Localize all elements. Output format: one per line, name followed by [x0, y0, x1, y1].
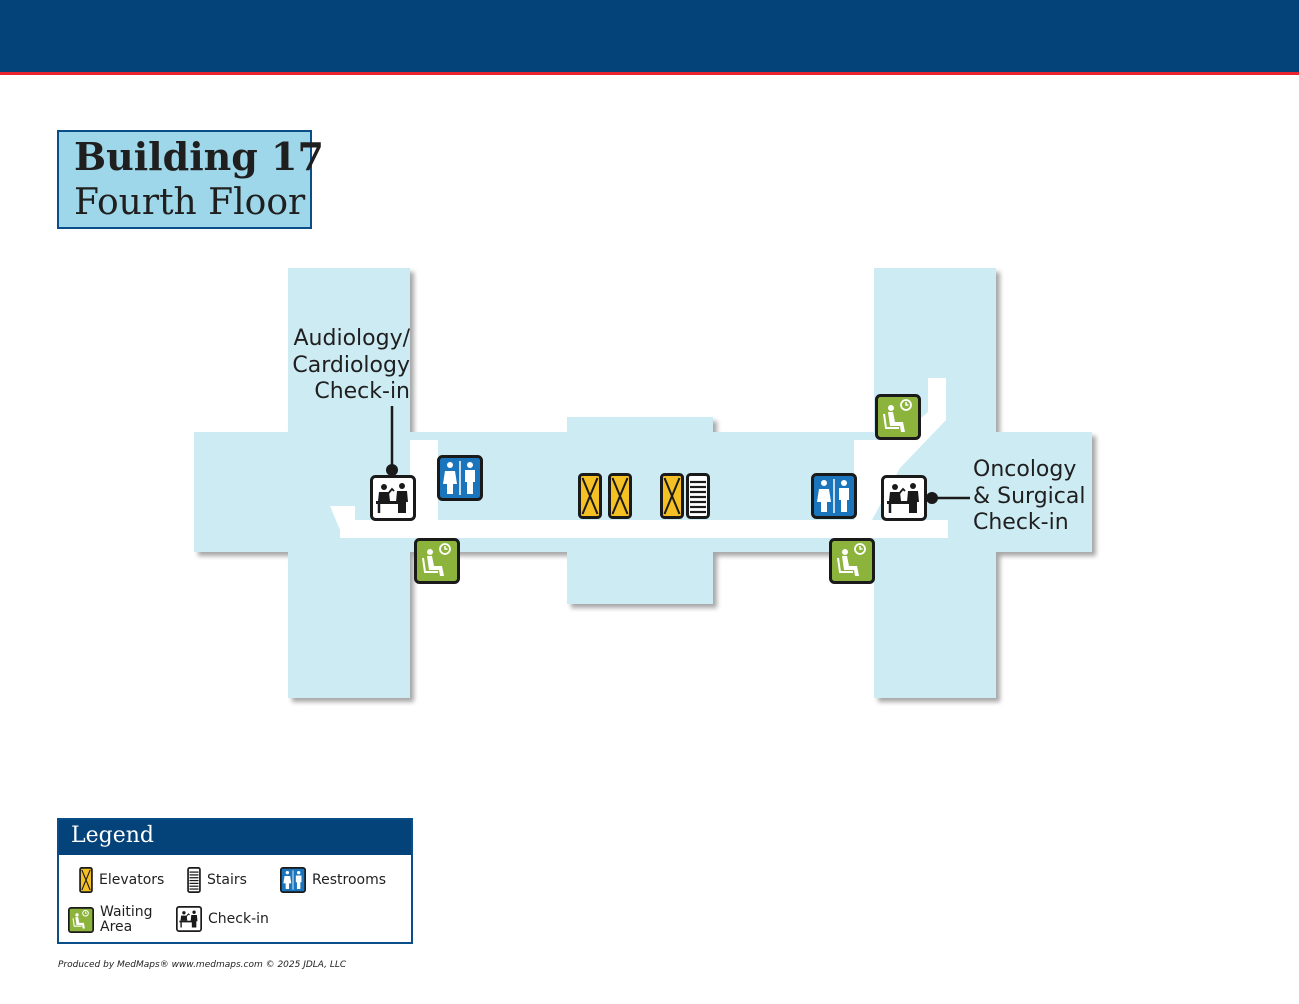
check-in-icon[interactable] — [881, 475, 927, 521]
check-in-icon — [176, 906, 202, 932]
waiting-area-icon — [68, 907, 94, 933]
legend-item-restrooms: Restrooms — [280, 867, 386, 893]
legend-label-stairs: Stairs — [207, 871, 247, 888]
elevator-icon — [79, 867, 93, 893]
audiology-leader-dot — [386, 464, 398, 476]
oncology-checkin-label: Oncology & Surgical Check-in — [973, 457, 1085, 537]
credits: Produced by MedMaps® www.medmaps.com © 2… — [58, 960, 347, 970]
legend-label-elevators: Elevators — [99, 871, 165, 888]
audiology-label-line2: Cardiology — [292, 352, 410, 378]
restrooms-icon[interactable] — [811, 473, 857, 519]
restrooms-icon[interactable] — [437, 455, 483, 501]
legend: Legend Elevators Stairs Restrooms Waitin… — [57, 818, 413, 944]
waiting-area-icon[interactable] — [875, 394, 921, 440]
oncology-label-line3: Check-in — [973, 510, 1069, 535]
elevator-icon[interactable] — [608, 473, 632, 519]
legend-label-restrooms: Restrooms — [312, 871, 387, 888]
floor-title: Fourth Floor — [74, 182, 306, 223]
stairs-icon — [187, 867, 201, 893]
legend-label-waiting-area: Waiting Area — [100, 904, 153, 935]
oncology-label-line1: Oncology — [973, 457, 1077, 482]
check-in-icon[interactable] — [370, 475, 416, 521]
legend-label-check-in: Check-in — [208, 910, 269, 927]
legend-item-stairs: Stairs — [187, 867, 247, 893]
oncology-label-line2: & Surgical — [973, 483, 1086, 509]
legend-header: Legend — [59, 820, 411, 855]
building-title: Building 17 — [74, 134, 324, 179]
elevator-icon[interactable] — [660, 473, 684, 519]
oncology-leader-dot — [926, 492, 938, 504]
legend-title: Legend — [71, 823, 154, 848]
audiology-checkin-label: Audiology/ Cardiology Check-in — [290, 326, 410, 406]
legend-item-elevators: Elevators — [79, 867, 164, 893]
audiology-label-line1: Audiology/ — [293, 326, 411, 351]
header-bar — [0, 0, 1299, 75]
audiology-label-line3: Check-in — [314, 379, 410, 404]
waiting-area-icon[interactable] — [829, 538, 875, 584]
title-box: Building 17 Fourth Floor — [57, 130, 324, 229]
stairs-icon[interactable] — [686, 473, 710, 519]
legend-item-waiting-area: Waiting Area — [68, 905, 153, 935]
legend-item-check-in: Check-in — [176, 906, 269, 932]
restrooms-icon — [280, 867, 306, 893]
elevator-icon[interactable] — [578, 473, 602, 519]
waiting-area-icon[interactable] — [414, 538, 460, 584]
